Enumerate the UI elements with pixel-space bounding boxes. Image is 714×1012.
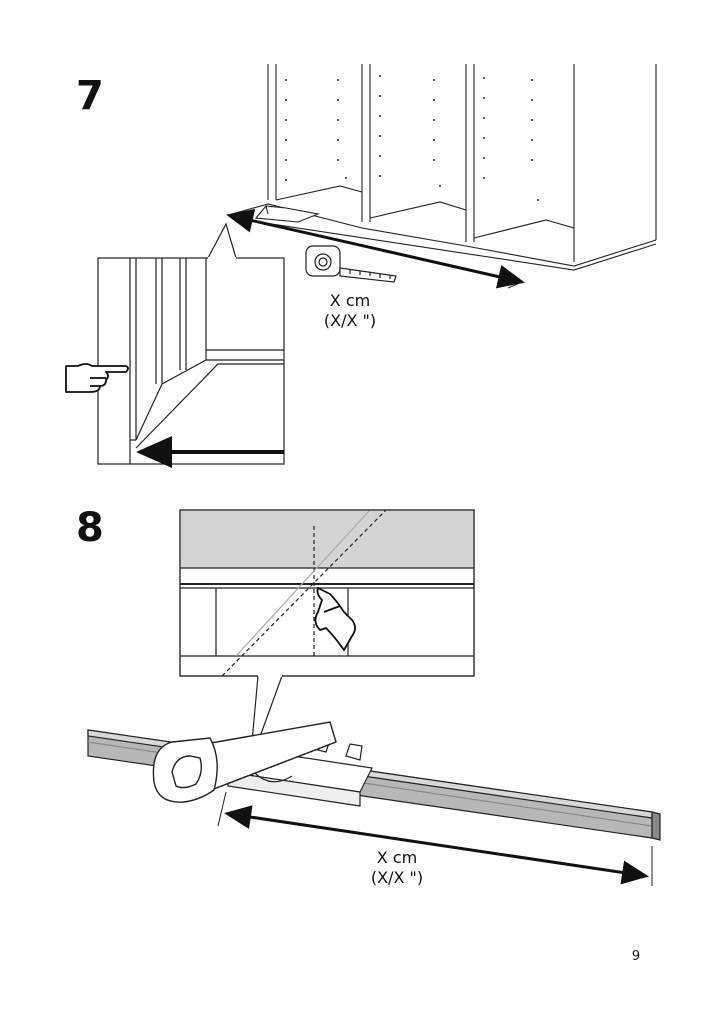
tape-measure-icon [305,245,397,283]
step-number-7: 7 [76,73,104,119]
step8-dimension-label: X cm (X/X ") [347,848,447,888]
saw-icon [152,721,337,803]
measure-arrow-icon [224,805,649,885]
pointing-hand-icon [65,363,129,393]
measure-arrow-icon [226,208,525,289]
page-number: 9 [631,949,641,964]
dimension-metric: X cm [376,848,418,867]
dimension-imperial: (X/X ") [370,868,424,887]
dimension-metric: X cm [329,291,371,310]
step7-dimension-label: X cm (X/X ") [300,291,400,331]
dimension-imperial: (X/X ") [323,311,377,330]
step-number-8: 8 [76,505,104,551]
pointing-hand-icon [314,587,356,651]
wardrobe-frame-icon [231,64,657,271]
step7-detail-callout [97,222,285,465]
